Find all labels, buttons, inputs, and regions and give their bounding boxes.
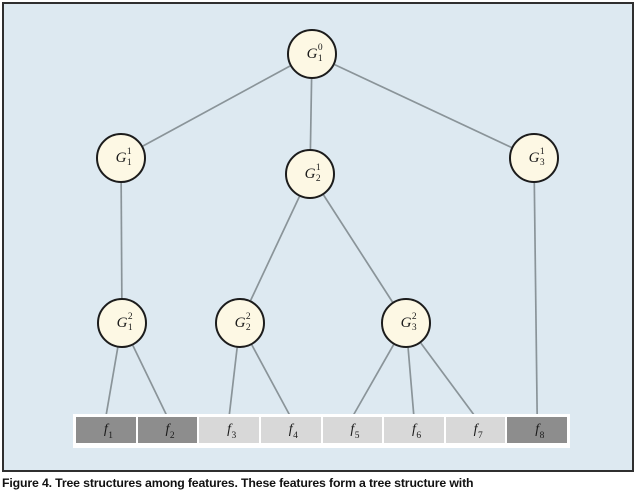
tree-edge [142, 65, 291, 147]
tree-edge [351, 344, 395, 418]
feature-subscript: 7 [478, 431, 483, 441]
tree-node-subscript: 2 [245, 323, 251, 333]
tree-node-superscript: 2 [127, 311, 133, 322]
tree-node-superscript: 2 [411, 311, 417, 322]
tree-edge [533, 182, 539, 418]
tree-node-subscript: 1 [127, 323, 133, 333]
tree-node-superscript: 1 [315, 162, 321, 173]
tree-edge [420, 342, 477, 418]
tree-node-superscript: 1 [126, 146, 132, 157]
tree-edges-canvas [104, 63, 539, 418]
tree-node-superscript: 2 [245, 311, 251, 322]
tree-node-subscript: 3 [539, 158, 545, 168]
tree-node-subscript: 1 [126, 158, 132, 168]
feature-subscript: 1 [108, 431, 113, 441]
tree-node-subscript: 2 [315, 174, 321, 184]
tree-node-subscript: 3 [411, 323, 417, 333]
tree-node-superscript: 1 [539, 146, 545, 157]
feature-subscript: 8 [539, 431, 545, 441]
tree-edge [251, 344, 292, 418]
feature-subscript: 2 [169, 431, 175, 441]
feature-subscript: 3 [231, 431, 237, 441]
tree-node-subscript: 1 [317, 54, 323, 64]
tree-edge [334, 63, 512, 149]
tree-edge [249, 196, 301, 301]
tree-edge [407, 347, 415, 418]
tree-edge [309, 78, 313, 150]
tree-edge [322, 194, 394, 303]
tree-edge [120, 182, 123, 299]
tree-edge [132, 345, 169, 418]
figure-caption: Figure 4. Tree structures among features… [2, 476, 474, 490]
tree-node-superscript: 0 [317, 42, 323, 53]
feature-subscript: 5 [354, 431, 360, 441]
tree-edge [228, 347, 238, 418]
tree-edge [104, 347, 119, 418]
feature-subscript: 4 [293, 431, 298, 441]
feature-subscript: 6 [416, 431, 422, 441]
